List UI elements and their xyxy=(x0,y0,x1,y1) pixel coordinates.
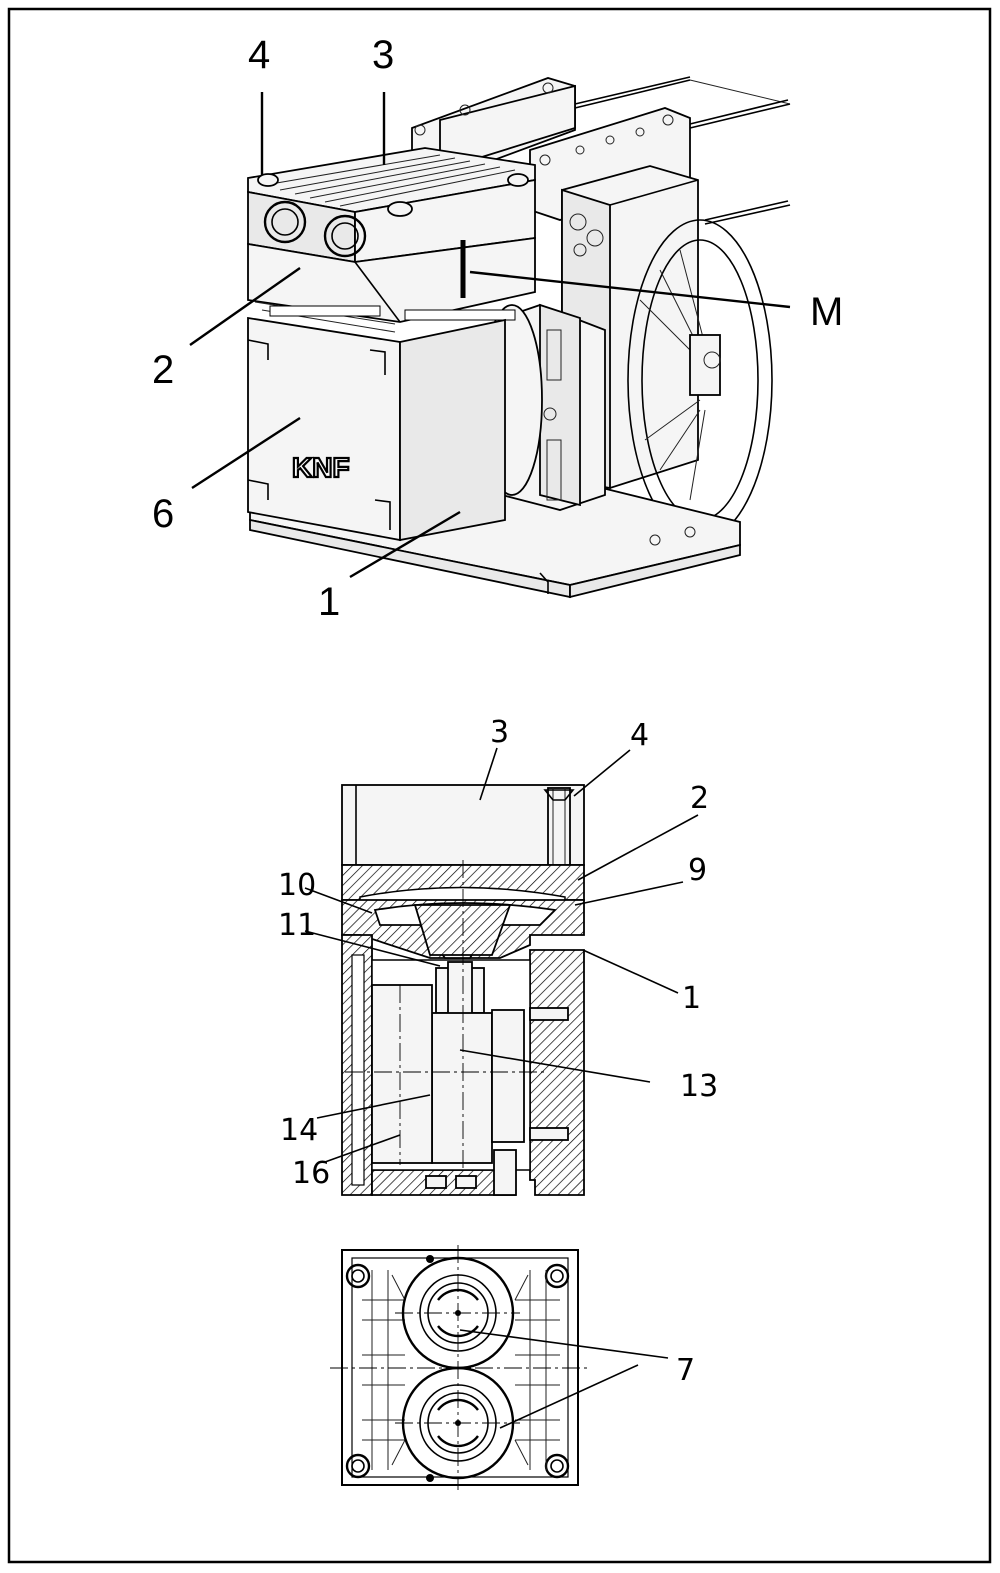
label-2-top: 2 xyxy=(152,348,174,392)
label-13: 13 xyxy=(680,1069,718,1104)
leader-line-7a xyxy=(459,1329,669,1359)
leader-lines-section xyxy=(304,747,699,1163)
page-border xyxy=(7,7,992,1564)
label-2-section: 2 xyxy=(690,781,709,816)
label-11: 11 xyxy=(278,908,316,943)
label-6: 6 xyxy=(152,492,174,536)
knf-logo: KNF xyxy=(292,452,350,483)
label-1-section: 1 xyxy=(682,981,701,1016)
label-3-section: 3 xyxy=(490,715,509,750)
section-drawing: 3 4 2 10 9 11 1 13 14 16 xyxy=(278,715,718,1196)
label-M: M xyxy=(810,290,843,334)
label-4-section: 4 xyxy=(630,718,649,753)
label-16: 16 xyxy=(292,1156,330,1191)
label-9: 9 xyxy=(688,853,707,888)
isometric-pump-drawing: KNF 4 3 M 2 6 1 xyxy=(152,33,843,624)
label-4-top: 4 xyxy=(248,33,270,77)
label-3-top: 3 xyxy=(372,33,394,77)
leader-line-7b xyxy=(499,1364,639,1429)
label-10: 10 xyxy=(278,868,316,903)
label-14: 14 xyxy=(280,1113,318,1148)
label-7: 7 xyxy=(676,1353,695,1388)
leader-lines-top xyxy=(189,92,791,579)
label-1-top: 1 xyxy=(318,580,340,624)
plan-view-drawing: 7 xyxy=(330,1245,695,1490)
pump-head: KNF xyxy=(247,147,536,542)
